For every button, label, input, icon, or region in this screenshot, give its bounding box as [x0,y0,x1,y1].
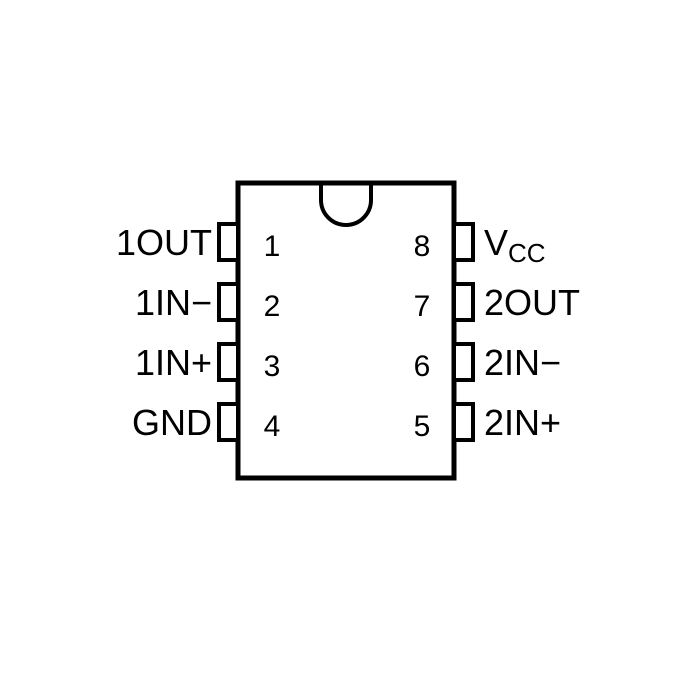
pin-stub-4 [217,402,240,442]
pin-name-3: 1IN+ [135,342,212,383]
pin-number-3: 3 [264,350,281,383]
pin-number-2: 2 [264,290,281,323]
pin-stub-6 [452,342,475,382]
pin-number-5: 5 [414,410,431,443]
pin-number-7: 7 [414,290,431,323]
pin-name-5: 2IN+ [484,402,561,443]
pin-number-1: 1 [264,230,281,263]
pin-stub-1 [217,222,240,262]
pin-stub-8 [452,222,475,262]
pin-number-4: 4 [264,410,281,443]
pin-number-6: 6 [414,350,431,383]
pin-name-2: 1IN− [135,282,212,323]
pin-stub-5 [452,402,475,442]
pin-name-8: VCC [484,222,546,268]
pin-stub-2 [217,282,240,322]
chip-body [235,180,457,481]
pin-stub-7 [452,282,475,322]
pin-name-7: 2OUT [484,282,580,323]
pin-stub-3 [217,342,240,382]
pin-number-8: 8 [414,230,431,263]
pin-name-4: GND [132,402,212,443]
pin-name-1: 1OUT [116,222,212,263]
pin-name-6: 2IN− [484,342,561,383]
pin-name-8-main: V [484,222,508,263]
pin-name-8-subscript: CC [508,238,546,268]
orientation-notch [319,185,373,227]
